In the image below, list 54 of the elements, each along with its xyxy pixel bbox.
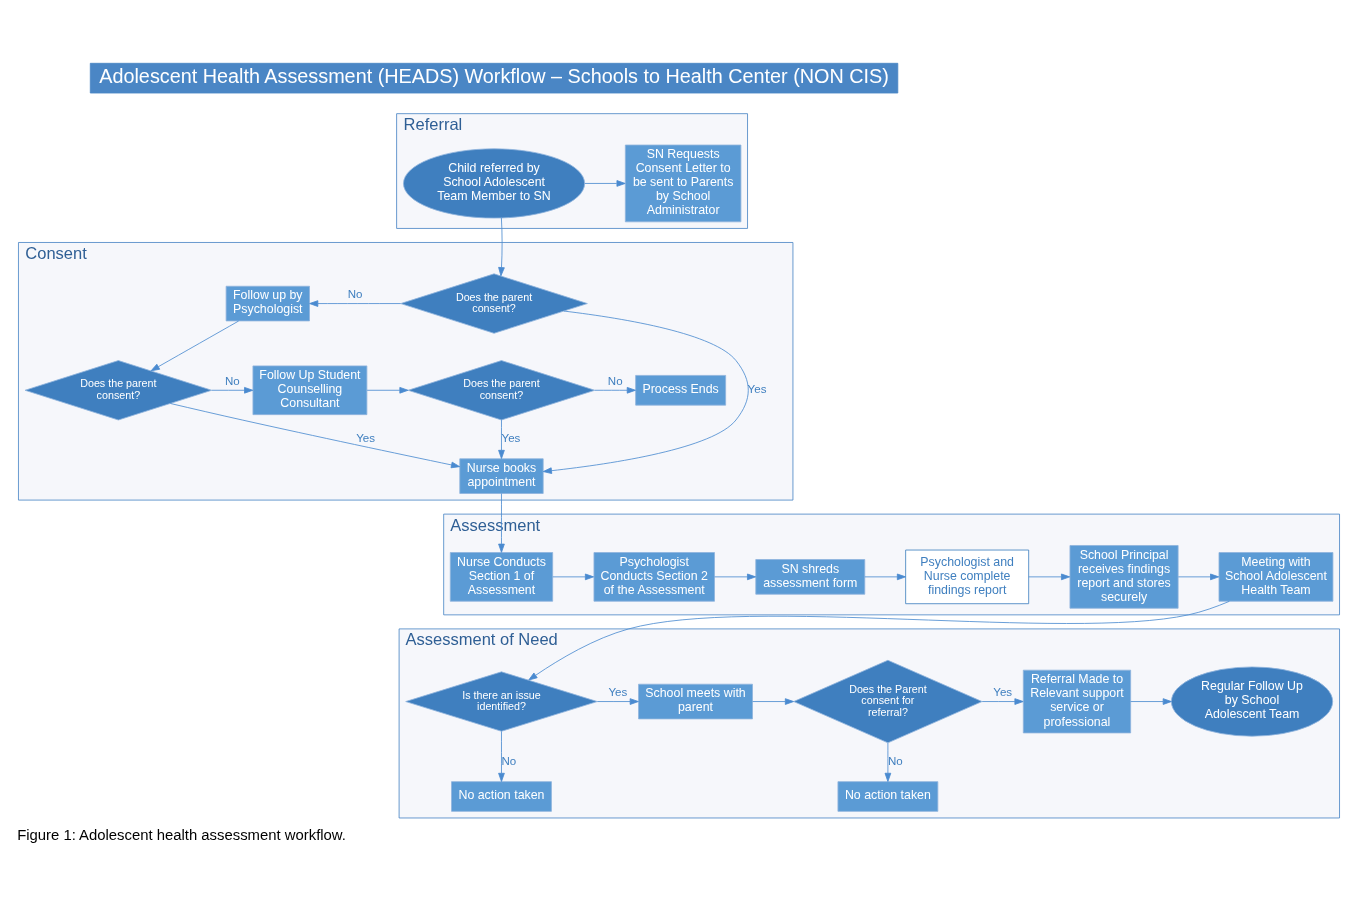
node-diamond: Does the Parent consent for referral? [793, 659, 983, 744]
edge-label: Yes [356, 432, 376, 445]
edge-label: No [887, 755, 903, 768]
arrow [170, 403, 461, 469]
arrow [498, 217, 505, 277]
node-box: Nurse Conducts Section 1 of Assessment [449, 552, 554, 602]
node-diamond: Does the parent consent? [400, 273, 588, 334]
node-ellipse: Child referred by School Adolescent Team Member to SN [403, 148, 586, 219]
arrow [366, 386, 409, 394]
arrow [309, 300, 402, 307]
node-box: Process Ends [635, 375, 727, 406]
node-box: Referral Made to Relevant support service or professional [1022, 669, 1132, 734]
node-box: Nurse books appointment [459, 458, 544, 494]
edge-label: Yes [993, 685, 1013, 698]
node-box: Follow up by Psychologist [225, 285, 310, 322]
node-box: Psychologist and Nurse complete findings report [905, 549, 1030, 605]
arrow [542, 310, 749, 474]
arrow [752, 698, 794, 705]
node-box: No action taken [451, 781, 552, 812]
arrow [596, 698, 639, 705]
arrow [1028, 573, 1071, 581]
diagram-title: Adolescent Health Assessment (HEADS) Workflow – Schools to Health Center (NON CIS) [99, 65, 889, 88]
arrow [884, 742, 892, 782]
arrow [1130, 698, 1172, 705]
arrow [714, 573, 757, 581]
arrow [552, 573, 595, 581]
arrow [864, 573, 906, 581]
node-box: School meets with parent [638, 683, 753, 720]
arrow [498, 419, 505, 459]
arrow [528, 600, 1230, 681]
arrow [594, 386, 636, 394]
edge-label: Yes [501, 432, 521, 445]
node-box: Psychologist Conducts Section 2 of the Assessment [593, 552, 715, 602]
arrow [150, 320, 240, 372]
arrow [981, 698, 1024, 705]
caption: Figure 1: Adolescent health assessment workflow. [17, 826, 346, 843]
edge-label: No [347, 287, 363, 300]
edge-label: No [224, 374, 240, 387]
edge-label: Yes [747, 383, 767, 396]
edge-label: No [607, 374, 623, 387]
node-diamond: Does the parent consent? [407, 360, 596, 421]
node-box: School Principal receives findings report and stores securely [1069, 545, 1179, 609]
node-box: No action taken [837, 781, 939, 812]
node-box: Follow Up Student Counselling Consultant [252, 365, 368, 416]
node-box: Meeting with School Adolescent Health Team [1218, 552, 1334, 602]
arrow [584, 180, 626, 187]
arrow [1177, 573, 1220, 581]
arrow [211, 386, 254, 394]
node-box: SN Requests Consent Letter to be sent to Parents by School Administrator [624, 144, 742, 223]
edge-label: No [501, 755, 517, 768]
node-box: SN shreds assessment form [755, 559, 866, 595]
edge-label: Yes [608, 685, 628, 698]
node-ellipse: Regular Follow Up by School Adolescent Team [1170, 666, 1334, 737]
arrow [498, 730, 505, 782]
